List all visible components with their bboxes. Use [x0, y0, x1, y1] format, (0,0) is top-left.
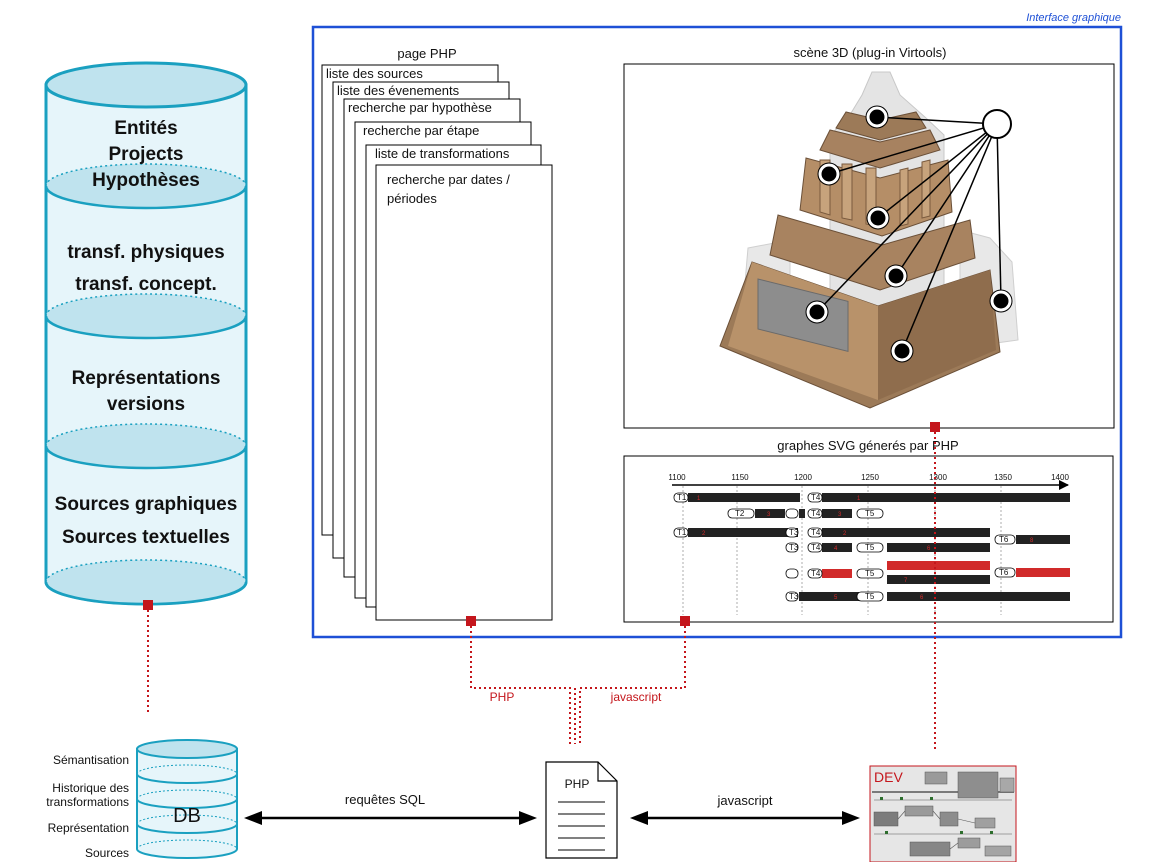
layer-2-line-2: transf. concept. — [75, 274, 216, 295]
bar-label: 5 — [834, 595, 838, 601]
db-items: Sémantisation Historique des transformat… — [46, 753, 129, 860]
tick-label: 1200 — [794, 473, 812, 482]
node-label: T3 — [789, 528, 799, 537]
svg-graph-panel: graphes SVG génerés par PHP 1100 1150 12… — [623, 438, 1114, 626]
layer-4-line-2: Sources textuelles — [62, 527, 230, 548]
node-label: T5 — [865, 543, 875, 552]
sql-arrow-label: requêtes SQL — [345, 792, 425, 807]
tick-label: 1350 — [994, 473, 1012, 482]
node-label: T4 — [811, 493, 821, 502]
timeline-bars — [688, 493, 1070, 601]
bar-label: 2 — [702, 531, 706, 537]
cylinder-connector-node — [143, 600, 153, 610]
sheet-sources: liste des sources — [326, 66, 423, 81]
node-label: T5 — [865, 592, 875, 601]
graph-connector-node — [680, 616, 690, 626]
dev-thumbnail: DEV — [869, 765, 1017, 863]
node-label: T6 — [999, 568, 1009, 577]
interface-frame — [311, 25, 1123, 639]
php-page-connector-node — [466, 616, 476, 626]
layer-1-line-3: Hypothèses — [92, 170, 200, 191]
layer-3-line-1: Représentations — [72, 368, 221, 389]
bar-label: 4 — [834, 546, 838, 552]
php-file-icon: PHP — [545, 761, 618, 859]
db-item-semantisation: Sémantisation — [53, 753, 129, 767]
db-label: DB — [173, 805, 201, 827]
bar-label: 7 — [904, 578, 908, 584]
db-cylinder: DB — [136, 739, 238, 859]
db-item-transformations: transformations — [46, 795, 129, 809]
node-label: T2 — [735, 509, 745, 518]
bar-label: 1 — [857, 496, 861, 502]
layer-1-line-2: Projects — [109, 144, 184, 165]
php-page-stack: page PHP liste des sources liste des éve… — [321, 46, 553, 626]
tick-label: 1100 — [668, 473, 686, 482]
php-connector-label: PHP — [490, 690, 515, 704]
node-label: T1 — [677, 493, 687, 502]
graph-title: graphes SVG génerés par PHP — [777, 438, 958, 453]
node-label: T4 — [811, 569, 821, 578]
sheet-hypothese: recherche par hypothèse — [348, 100, 492, 115]
node-label: T3 — [789, 543, 799, 552]
scene-title: scène 3D (plug-in Virtools) — [794, 45, 947, 60]
sheet-periodes: périodes — [387, 191, 437, 206]
layer-2-line-1: transf. physiques — [67, 242, 224, 263]
sheet-dates: recherche par dates / — [387, 172, 510, 187]
node-label: T4 — [811, 528, 821, 537]
bar-label: 6 — [927, 546, 931, 552]
bar-label: 8 — [1030, 538, 1034, 544]
node-label: T5 — [865, 569, 875, 578]
node-label: T4 — [811, 509, 821, 518]
sheet-etape: recherche par étape — [363, 123, 479, 138]
tick-label: 1150 — [731, 473, 749, 482]
bar-label: 6 — [920, 595, 924, 601]
db-item-representation: Représentation — [48, 821, 129, 835]
interface-label: Interface graphique — [1026, 12, 1121, 24]
timeline-ticks: 1100 1150 1200 1250 1300 1350 1400 — [668, 473, 1069, 482]
bar-label: 2 — [843, 531, 847, 537]
database-layers-cylinder: Entités Projects Hypothèses transf. phys… — [44, 61, 248, 610]
javascript-arrow-label: javascript — [717, 793, 773, 808]
php-file-label: PHP — [565, 777, 590, 791]
node-label: T3 — [789, 592, 799, 601]
bar-label: 3 — [838, 512, 842, 518]
tick-label: 1300 — [929, 473, 947, 482]
layer-1-line-1: Entités — [114, 118, 177, 139]
node-label: T4 — [811, 543, 821, 552]
php-page-title: page PHP — [397, 46, 456, 61]
monument-3d-render — [719, 71, 1019, 409]
layer-3-line-2: versions — [107, 394, 185, 415]
dev-label: DEV — [874, 769, 903, 785]
connector-lines — [147, 432, 936, 752]
sheet-transformations: liste de transformations — [375, 146, 510, 161]
db-item-sources: Sources — [85, 846, 129, 860]
node-label: T6 — [999, 535, 1009, 544]
tick-label: 1400 — [1051, 473, 1069, 482]
javascript-connector-label: javascript — [610, 690, 662, 704]
node-label: T1 — [677, 528, 687, 537]
layer-4-line-1: Sources graphiques — [55, 494, 238, 515]
scene-connector-node — [930, 422, 940, 432]
tick-label: 1250 — [861, 473, 879, 482]
db-item-historique: Historique des — [52, 781, 129, 795]
bar-label: 3 — [767, 512, 771, 518]
scene-3d-panel: scène 3D (plug-in Virtools) — [623, 45, 1115, 432]
sheet-evenements: liste des évenements — [337, 83, 460, 98]
bar-label: 1 — [697, 496, 701, 502]
node-label: T5 — [865, 509, 875, 518]
